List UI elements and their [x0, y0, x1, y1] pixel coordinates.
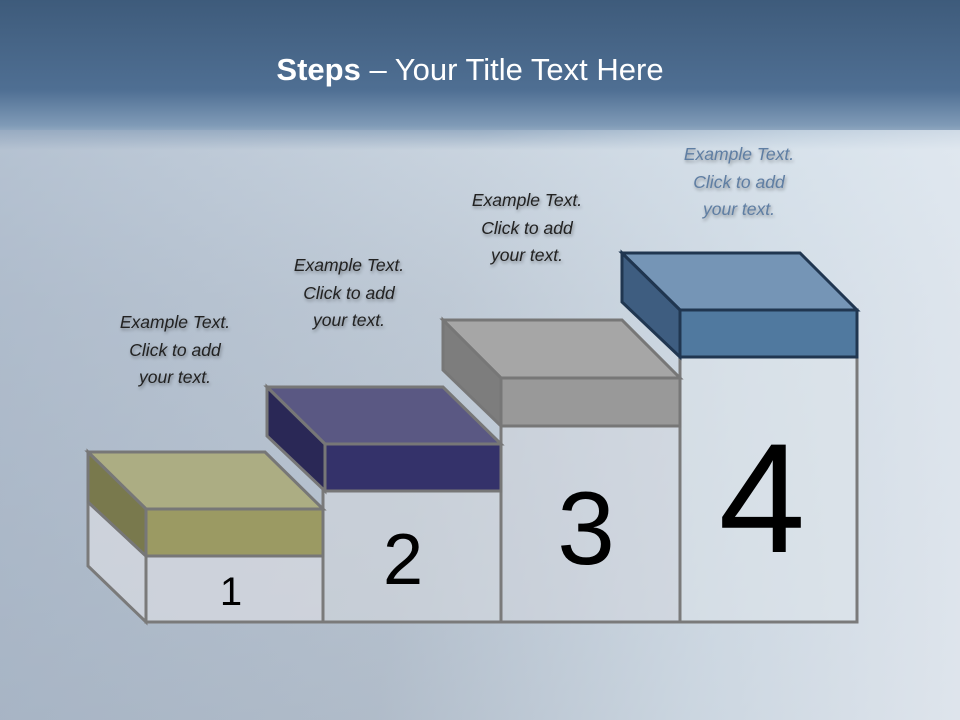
- step-number-4: 4: [718, 412, 806, 586]
- step-block-4[interactable]: [618, 249, 861, 361]
- label-line: your text.: [139, 367, 211, 387]
- step-label-1[interactable]: Example Text. Click to add your text.: [85, 309, 265, 392]
- label-line: Example Text.: [119, 312, 231, 332]
- step-block-3[interactable]: [439, 316, 684, 430]
- label-line: Example Text.: [683, 144, 795, 164]
- step-label-2[interactable]: Example Text. Click to add your text.: [259, 252, 439, 335]
- title-rest: – Your Title Text Here: [360, 52, 664, 87]
- label-line: Example Text.: [471, 190, 583, 210]
- step-number-3: 3: [557, 471, 615, 587]
- label-line: your text.: [491, 245, 563, 265]
- step-number-2: 2: [382, 520, 424, 600]
- label-line: your text.: [703, 199, 775, 219]
- step-number-1: 1: [219, 570, 243, 614]
- slide-title[interactable]: Steps – Your Title Text Here: [0, 52, 940, 88]
- step-block-2[interactable]: [263, 383, 505, 495]
- step-label-4[interactable]: Example Text. Click to add your text.: [649, 141, 829, 224]
- step-block-1[interactable]: [84, 448, 327, 560]
- label-line: Click to add: [693, 171, 785, 192]
- title-bold: Steps: [276, 52, 361, 87]
- label-line: your text.: [313, 310, 385, 330]
- pedestal-4: [678, 355, 859, 624]
- pedestal-2: [321, 489, 503, 624]
- label-line: Click to add: [481, 217, 573, 238]
- step-label-3[interactable]: Example Text. Click to add your text.: [437, 187, 617, 270]
- label-line: Click to add: [303, 282, 395, 303]
- label-line: Example Text.: [293, 255, 405, 275]
- label-line: Click to add: [129, 339, 221, 360]
